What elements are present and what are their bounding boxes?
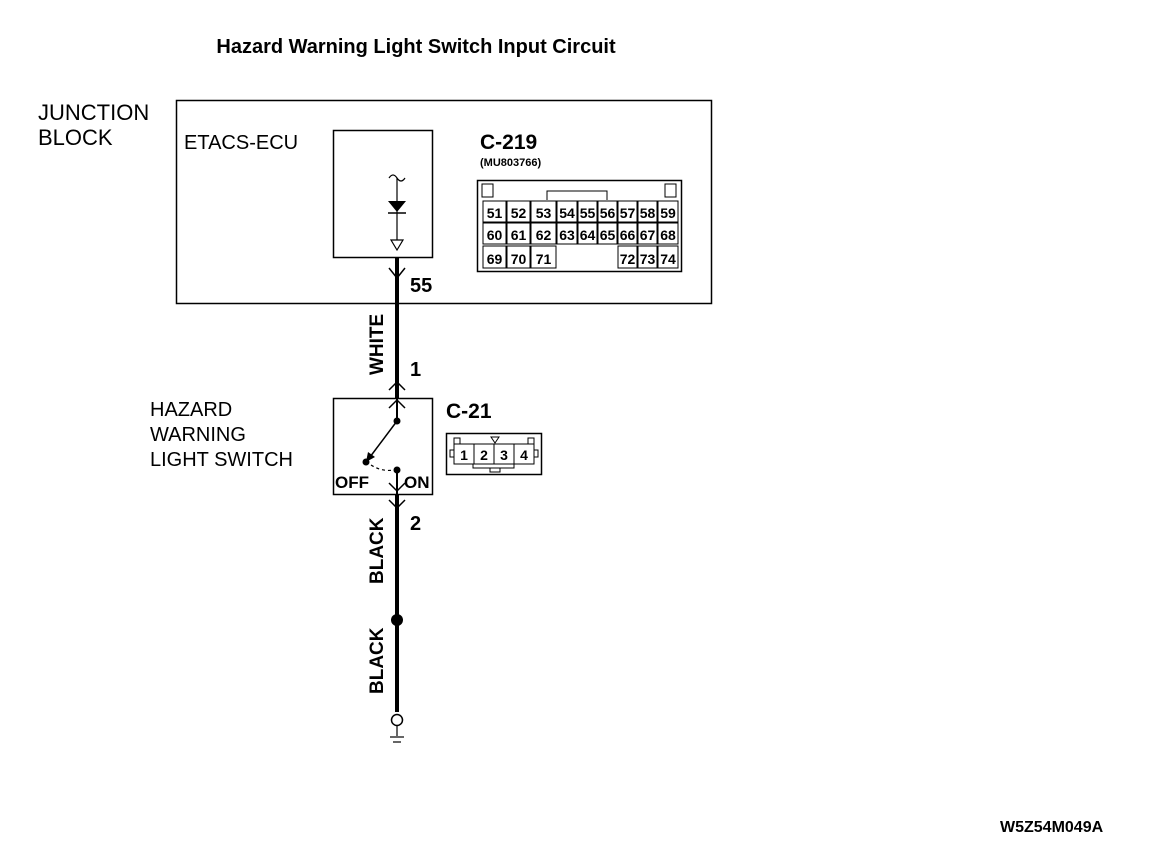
c219-cavity [637,200,658,223]
c219-cavity [556,200,578,223]
c219-cavity [482,200,507,223]
switch-pin-2: 2 [410,513,421,535]
c219-pin: 72 [620,251,636,267]
connector-mark-2 [388,499,406,510]
c219-pin: 64 [580,227,596,243]
wire-color-black-lower: BLACK [367,627,388,694]
ecu-box [332,129,434,259]
c219-pin: 57 [620,205,636,221]
wire-color-black-upper: BLACK [367,517,388,584]
c219-pin: 55 [580,205,596,221]
c219-pin: 62 [536,227,552,243]
c219-pin: 66 [620,227,636,243]
c219-cavity [530,222,557,245]
ecu-pin-55: 55 [410,275,432,297]
connector-c219-part-number: (MU803766) [480,157,541,169]
c219-cavity [637,245,658,269]
c219-cavity [482,245,507,269]
c219-pin: 58 [640,205,656,221]
c219-cavity [657,200,679,223]
switch-on-label: ON [404,473,430,492]
c219-pin: 54 [559,205,575,221]
c219-pin: 67 [640,227,656,243]
splice-point-icon [391,614,403,626]
c219-cavity [617,245,638,269]
c219-pin: 52 [511,205,527,221]
switch-pin-1: 1 [410,359,421,381]
c219-pin: 59 [660,205,676,221]
c21-pin: 2 [480,447,488,463]
c21-pin: 3 [500,447,508,463]
switch-label-2: WARNING [150,424,246,446]
c219-pin: 68 [660,227,676,243]
connector-mark-1 [388,380,406,391]
c219-cavity [530,245,557,269]
junction-block-label-1: JUNCTION [38,100,149,125]
connector-mark-55 [388,267,406,280]
c219-cavity [506,200,531,223]
c219-cavity [530,200,557,223]
switch-contact-icon [362,417,406,494]
diode-icon [388,174,406,252]
switch-label-1: HAZARD [150,399,232,421]
c219-cavity [637,222,658,245]
diagram-title: Hazard Warning Light Switch Input Circui… [216,36,616,58]
c219-pin: 51 [487,205,503,221]
c219-pin: 69 [487,251,503,267]
junction-block-label-2: BLOCK [38,125,113,150]
c219-pin: 73 [640,251,656,267]
c219-cavity [617,222,638,245]
c219-pin: 74 [660,251,676,267]
c219-cavity [657,222,679,245]
c21-pin: 1 [460,447,468,463]
c219-pin: 53 [536,205,552,221]
c219-cavity [597,222,618,245]
switch-off-label: OFF [335,473,369,492]
c219-cavity [617,200,638,223]
ground-icon [390,713,404,743]
connector-c219-name: C-219 [480,131,537,154]
junction-block-outline [175,99,713,305]
figure-id: W5Z54M049A [1000,819,1104,836]
c21-pin: 4 [520,447,528,463]
c219-cavity [657,245,679,269]
c219-cavity [506,222,531,245]
c219-cavity [506,245,531,269]
c219-cavity [597,200,618,223]
c219-cavity [556,222,578,245]
c219-pin: 63 [559,227,575,243]
connector-c21-face: 1 2 3 4 [445,432,543,476]
c219-pin: 56 [600,205,616,221]
wire-color-white: WHITE [367,314,388,375]
c219-pin: 60 [487,227,503,243]
c219-cavity [482,222,507,245]
c219-pin: 65 [600,227,616,243]
c219-pin: 71 [536,251,552,267]
c219-cavity [577,222,598,245]
connector-c21-name: C-21 [446,400,492,423]
hazard-switch-box [332,397,434,496]
ecu-label: ETACS-ECU [184,132,298,154]
switch-label-3: LIGHT SWITCH [150,449,293,471]
c219-cavity [577,200,598,223]
c219-pin: 61 [511,227,527,243]
c219-pin: 70 [511,251,527,267]
